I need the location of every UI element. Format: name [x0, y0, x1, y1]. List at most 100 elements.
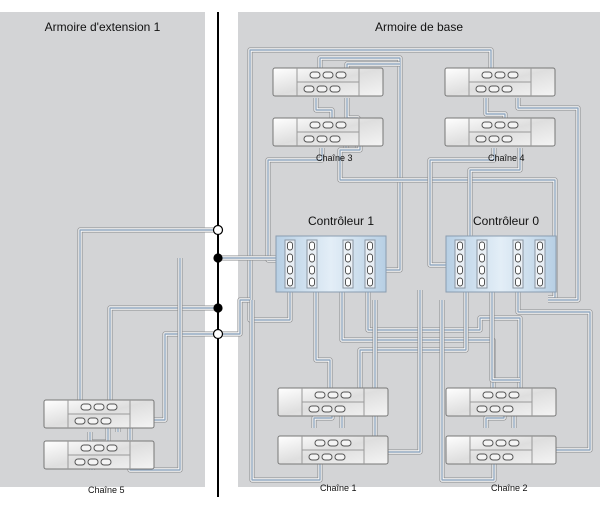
sas-port-icon — [479, 253, 485, 263]
sas-port-icon — [515, 265, 521, 275]
port-icon — [106, 444, 118, 452]
port-icon — [502, 405, 514, 413]
sas-port-icon — [287, 253, 293, 263]
sas-port-icon — [367, 277, 373, 287]
sas-port-icon — [457, 241, 463, 251]
cable — [218, 299, 250, 335]
cable — [429, 148, 495, 266]
port-icon — [327, 391, 339, 399]
port-icon — [488, 135, 500, 143]
io-card — [364, 239, 376, 289]
io-card — [284, 239, 296, 289]
cable-edge — [78, 228, 218, 404]
port-icon — [489, 405, 501, 413]
port-icon — [308, 405, 320, 413]
sas-port-icon — [287, 265, 293, 275]
cable — [441, 300, 495, 481]
port-icon — [303, 135, 315, 143]
port-icon — [340, 439, 352, 447]
sas-port-icon — [309, 265, 315, 275]
port-icon — [100, 458, 112, 466]
chain-4-label: Chaîne 4 — [488, 153, 525, 163]
sas-port-icon — [457, 253, 463, 263]
sas-port-icon — [309, 241, 315, 251]
port-icon — [475, 85, 487, 93]
sas-port-icon — [367, 253, 373, 263]
port-icon — [494, 121, 506, 129]
port-icon — [314, 391, 326, 399]
sas-port-icon — [537, 265, 543, 275]
port-icon — [93, 403, 105, 411]
port-icon — [309, 121, 321, 129]
port-icon — [329, 135, 341, 143]
sas-port-icon — [345, 241, 351, 251]
port-icon — [329, 85, 341, 93]
io-card — [512, 239, 524, 289]
port-icon — [495, 391, 507, 399]
port-icon — [501, 135, 513, 143]
port-icon — [87, 417, 99, 425]
cable — [129, 258, 181, 471]
sas-port-icon — [479, 241, 485, 251]
cable — [491, 282, 520, 381]
open-junction-icon — [212, 224, 224, 236]
chain-1-shelf-2 — [277, 435, 389, 465]
cable — [517, 282, 591, 451]
port-icon — [482, 391, 494, 399]
port-icon — [475, 135, 487, 143]
port-icon — [93, 444, 105, 452]
junctions — [212, 224, 224, 340]
chain-1-label: Chaîne 1 — [320, 483, 357, 493]
io-card — [306, 239, 318, 289]
port-icon — [494, 71, 506, 79]
port-icon — [314, 439, 326, 447]
port-icon — [303, 85, 315, 93]
sas-port-icon — [515, 241, 521, 251]
port-icon — [80, 444, 92, 452]
sas-port-icon — [457, 265, 463, 275]
sas-port-icon — [515, 277, 521, 287]
chain-4-shelf-2 — [444, 117, 556, 147]
port-icon — [508, 439, 520, 447]
port-icon — [327, 439, 339, 447]
cable — [315, 98, 333, 124]
port-icon — [340, 391, 352, 399]
sas-port-icon — [367, 265, 373, 275]
port-icon — [481, 71, 493, 79]
port-icon — [316, 85, 328, 93]
cable — [249, 49, 492, 321]
sas-port-icon — [287, 241, 293, 251]
io-card — [454, 239, 466, 289]
port-icon — [476, 405, 488, 413]
port-icon — [322, 71, 334, 79]
sas-port-icon — [457, 277, 463, 287]
chain-3-shelf-2 — [272, 117, 384, 147]
port-icon — [502, 453, 514, 461]
cable — [360, 290, 421, 453]
io-card — [476, 239, 488, 289]
cable-outline — [218, 297, 250, 337]
open-junction-icon — [212, 328, 224, 340]
sas-port-icon — [345, 253, 351, 263]
cable — [251, 300, 321, 481]
extension-cabinet-title: Armoire d'extension 1 — [44, 20, 161, 34]
port-icon — [80, 403, 92, 411]
cable-outline — [515, 282, 593, 453]
port-icon — [488, 85, 500, 93]
sas-port-icon — [345, 277, 351, 287]
cable — [517, 98, 579, 301]
sas-port-icon — [367, 241, 373, 251]
port-icon — [334, 453, 346, 461]
chain-1-shelf-1 — [277, 387, 389, 417]
port-icon — [321, 405, 333, 413]
chain-5-shelf-2 — [43, 440, 155, 470]
base-cabinet-title: Armoire de base — [374, 20, 464, 34]
port-icon — [507, 121, 519, 129]
chain-2-shelf-1 — [445, 387, 557, 417]
chain-5-label: Chaîne 5 — [88, 485, 125, 495]
port-icon — [482, 439, 494, 447]
sas-port-icon — [515, 253, 521, 263]
cable-outline — [127, 258, 183, 473]
chain-3-shelf-1 — [272, 67, 384, 97]
cable-edge — [516, 282, 592, 452]
